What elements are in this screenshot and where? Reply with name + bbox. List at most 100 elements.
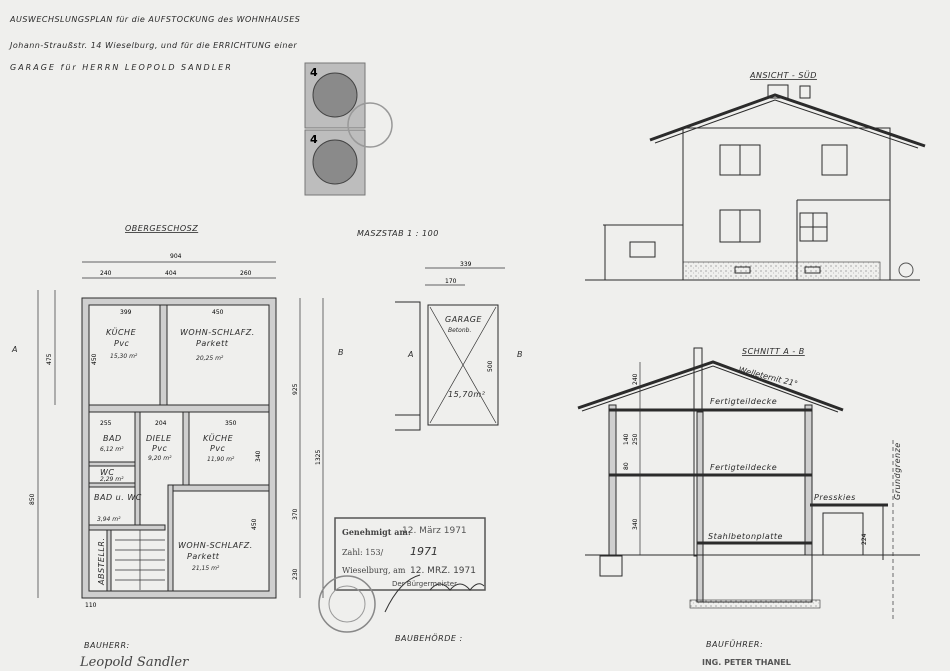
dim-text: 230 <box>292 568 299 580</box>
room-area: 6,12 m² <box>100 446 124 453</box>
elevation-label: ANSICHT - SÜD <box>749 70 817 80</box>
approval-stamp: Genehmigt am: 12. März 1971 Zahl: 153/ 1… <box>318 517 486 633</box>
room-bad-wc: BAD u. WC 3,94 m² <box>94 493 142 523</box>
room-area: 20,25 m² <box>196 355 224 362</box>
room-name: KÜCHE <box>203 433 234 443</box>
dim-text: 404 <box>165 270 177 277</box>
approved-date: 12. März 1971 <box>402 526 467 536</box>
ceiling-label: Fertigteildecke <box>710 463 777 472</box>
dim-text: 925 <box>292 383 299 395</box>
room-floor: Parkett <box>196 339 229 348</box>
footer: BAUHERR: Leopold Sandler BAUBEHÖRDE : BA… <box>79 633 791 670</box>
room-name: WOHN-SCHLAFZ. <box>180 328 255 337</box>
title-line-1: AUSWECHSLUNGSPLAN für die AUFSTOCKUNG de… <box>9 15 300 24</box>
dim-text: 1325 <box>315 450 322 465</box>
dim-text: 904 <box>170 253 182 260</box>
place-date: 12. MRZ. 1971 <box>410 566 476 576</box>
builder-label: BAUFÜHRER: <box>706 639 763 649</box>
dim-text: 450 <box>251 518 258 530</box>
room-area: 21,15 m² <box>192 565 220 572</box>
number-value: 1971 <box>410 545 438 558</box>
room-name: BAD <box>103 434 122 443</box>
room-kueche-2: KÜCHE Pvc 11,90 m² <box>203 433 235 463</box>
number-label: Zahl: 153/ <box>342 548 384 557</box>
room-floor: Pvc <box>152 444 168 453</box>
room-area: 2,29 m² <box>100 476 124 483</box>
room-name: DIELE <box>146 434 172 443</box>
room-abstellraum: ABSTELLR. <box>97 538 106 587</box>
room-name: BAD u. WC <box>94 493 142 502</box>
room-area: 11,90 m² <box>207 456 235 463</box>
dim-text: 500 <box>487 360 494 372</box>
boundary-label: Grundgrenze <box>893 442 902 500</box>
floor-plan-label: OBERGESCHOSZ <box>125 224 198 233</box>
signer-label: Der Bürgermeister <box>392 580 457 588</box>
section-a-b: SCHNITT A - B Welleternit 21° Fertigteil… <box>577 347 920 620</box>
roof-label: Welleternit 21° <box>738 365 799 388</box>
dim-text: 110 <box>85 602 97 609</box>
room-area: 15,30 m² <box>110 353 138 360</box>
dim-text: 350 <box>225 420 237 427</box>
dim-text: 850 <box>29 493 36 505</box>
room-name: WC <box>100 468 115 477</box>
dim-text: 255 <box>100 420 112 427</box>
title-line-2: Johann-Straußstr. 14 Wieselburg, und für… <box>8 41 297 50</box>
room-diele: DIELE Pvc 9,20 m² <box>146 434 172 462</box>
room-wohn-schlafz-1: WOHN-SCHLAFZ. Parkett 20,25 m² <box>180 328 255 362</box>
garage-name: GARAGE <box>445 315 482 324</box>
room-area: 3,94 m² <box>97 516 121 523</box>
dim-text: 340 <box>255 450 262 462</box>
room-floor: Pvc <box>210 444 226 453</box>
dim-text: 140 <box>623 433 630 445</box>
dim-text: 250 <box>632 433 639 445</box>
slab-label: Stahlbetonplatte <box>708 532 783 541</box>
ceiling-label: Fertigteildecke <box>710 397 777 406</box>
owner-signature: Leopold Sandler <box>79 655 189 670</box>
revenue-stamps: 4 4 <box>304 62 393 196</box>
garage-material: Betonb. <box>448 327 471 334</box>
dim-text: 339 <box>460 261 472 268</box>
elevation-south: ANSICHT - SÜD <box>585 70 926 281</box>
section-label: SCHNITT A - B <box>742 347 805 356</box>
owner-label: BAUHERR: <box>84 641 130 650</box>
dim-text: 204 <box>155 420 167 427</box>
section-marker-a: A <box>407 350 414 359</box>
room-floor: Parkett <box>187 552 220 561</box>
stamp-value: 4 <box>310 133 318 146</box>
dim-text: 475 <box>46 353 53 365</box>
room-wohn-schlafz-2: WOHN-SCHLAFZ. Parkett 21,15 m² <box>178 541 253 572</box>
dim-text: 450 <box>212 309 224 316</box>
dim-text: 370 <box>292 508 299 520</box>
title-line-3: GARAGE für HERRN LEOPOLD SANDLER <box>10 63 233 72</box>
room-wc: WC 2,29 m² <box>100 468 124 483</box>
title-block: AUSWECHSLUNGSPLAN für die AUFSTOCKUNG de… <box>8 15 300 72</box>
garage-plan: 339 170 GARAGE Betonb. 15,70m² 500 A B <box>395 261 523 431</box>
approved-label: Genehmigt am: <box>342 527 411 537</box>
authority-label: BAUBEHÖRDE : <box>395 633 463 643</box>
room-area: 9,20 m² <box>148 455 172 462</box>
place-label: Wieselburg, am <box>342 566 406 575</box>
dim-text: 80 <box>623 462 630 470</box>
section-marker-b: B <box>517 350 523 359</box>
room-bad: BAD 6,12 m² <box>100 434 124 453</box>
dim-text: 224 <box>861 533 868 545</box>
garage-area: 15,70m² <box>448 390 486 399</box>
dim-text: 170 <box>445 278 457 285</box>
dim-text: 340 <box>632 518 639 530</box>
dim-text: 450 <box>91 353 98 365</box>
floor-plan: OBERGESCHOSZ MASZSTAB 1 : 100 904 240 40… <box>11 224 439 609</box>
garage-roof-label: Presskies <box>814 493 856 502</box>
stamp-value: 4 <box>310 66 318 79</box>
dim-text: 240 <box>100 270 112 277</box>
room-floor: Pvc <box>114 339 130 348</box>
dim-text: 399 <box>120 309 132 316</box>
section-marker-a: A <box>11 345 18 354</box>
room-name: KÜCHE <box>106 327 137 337</box>
dim-text: 240 <box>632 373 639 385</box>
room-name: WOHN-SCHLAFZ. <box>178 541 253 550</box>
builder-name: ING. PETER THANEL <box>702 658 791 667</box>
section-marker-b: B <box>338 348 344 357</box>
dim-text: 260 <box>240 270 252 277</box>
scale-label: MASZSTAB 1 : 100 <box>357 229 439 238</box>
